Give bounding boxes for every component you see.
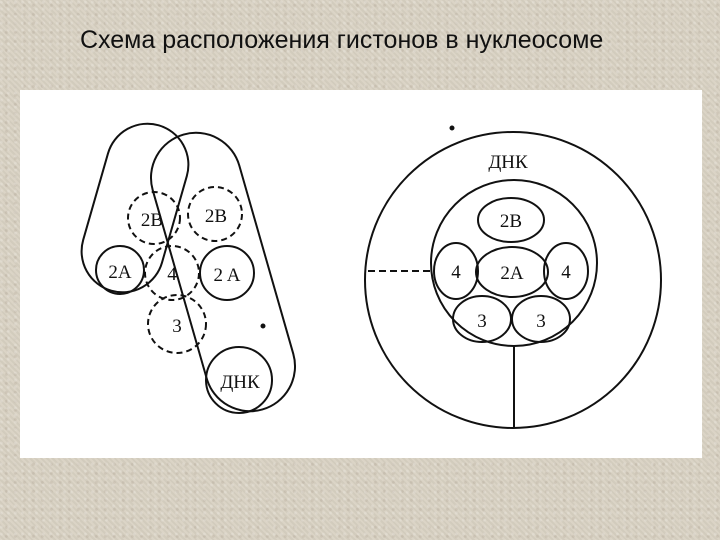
core-h2a-ellipse [475, 246, 549, 298]
label-h4: 4 [167, 264, 177, 285]
label-core-h4-right: 4 [561, 262, 571, 283]
core-h3-right-ellipse [511, 295, 571, 343]
core-h4-left-ellipse [433, 242, 479, 300]
right-nucleosome-schematic [364, 125, 662, 429]
slide-title: Схема расположения гистонов в нуклеосоме [80, 26, 604, 54]
right-dot [449, 125, 455, 131]
left-capsule [80, 122, 190, 294]
label-dna-right: ДНК [488, 152, 528, 173]
label-core-h3-left: 3 [477, 311, 487, 332]
core-h4-right-ellipse [543, 242, 589, 300]
left-histone-schematic [80, 122, 297, 414]
histone-3-circle [147, 294, 207, 354]
label-h2b-left: 2B [141, 210, 163, 231]
label-core-h3-right: 3 [536, 311, 546, 332]
histone-2a-right-circle [199, 245, 255, 301]
right-capsule [149, 131, 297, 413]
histone-2b-left-circle [127, 191, 181, 245]
label-dna-left: ДНК [220, 372, 260, 393]
label-h3: 3 [172, 316, 182, 337]
histone-2a-left-circle [95, 245, 145, 295]
label-core-h2b: 2B [500, 211, 522, 232]
core-h2b-ellipse [477, 197, 545, 243]
left-dot [260, 323, 266, 329]
histone-2b-right-circle [187, 186, 243, 242]
label-h2a-left: 2A [108, 262, 132, 283]
figure-panel: 2B 2B 2A 4 2 A 3 ДНК ДНК 2B 4 2A 4 3 3 [20, 90, 702, 458]
label-core-h4-left: 4 [451, 262, 461, 283]
label-h2a-right: 2 A [214, 265, 241, 286]
nucleosome-diagram: 2B 2B 2A 4 2 A 3 ДНК ДНК 2B 4 2A 4 3 3 [80, 122, 662, 429]
dna-end-circle [205, 346, 273, 414]
label-h2b-right: 2B [205, 206, 227, 227]
label-core-h2a: 2A [500, 263, 524, 284]
